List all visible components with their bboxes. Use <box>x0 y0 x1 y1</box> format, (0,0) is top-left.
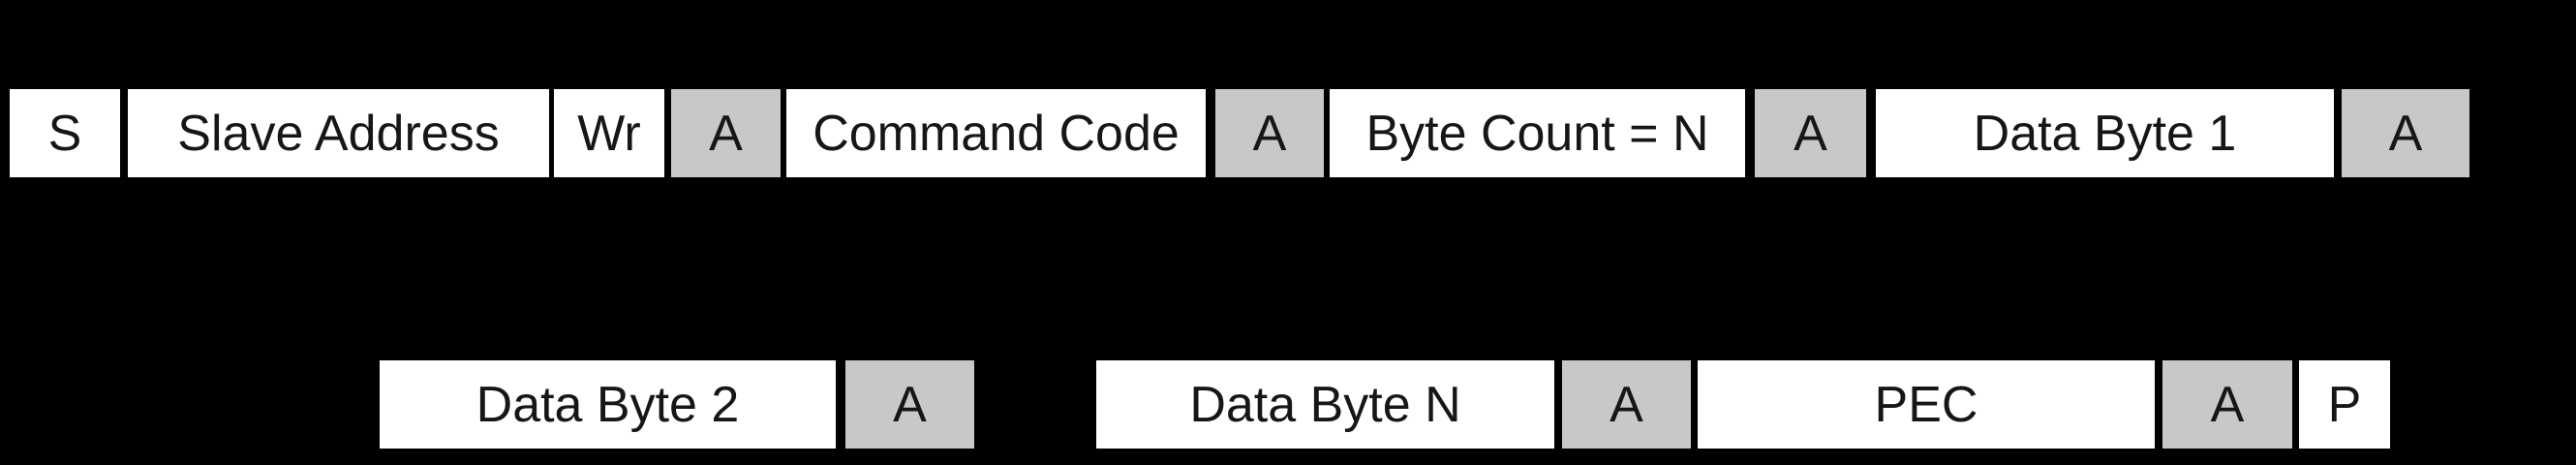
cell-slave-address: Slave Address <box>128 89 549 177</box>
cell-data-byte-1: Data Byte 1 <box>1876 89 2334 177</box>
cell-start-condition: S <box>10 89 120 177</box>
cell-write-bit: Wr <box>554 89 664 177</box>
cell-pec: PEC <box>1698 360 2155 449</box>
cell-byte-count: Byte Count = N <box>1330 89 1745 177</box>
cell-ack-2: A <box>1215 89 1324 177</box>
cell-data-byte-n: Data Byte N <box>1096 360 1554 449</box>
cell-data-byte-2: Data Byte 2 <box>380 360 836 449</box>
cell-ack-7: A <box>2162 360 2292 449</box>
cell-ack-6: A <box>1562 360 1691 449</box>
cell-ack-1: A <box>671 89 781 177</box>
cell-ack-4: A <box>2342 89 2469 177</box>
cell-ack-3: A <box>1755 89 1866 177</box>
cell-command-code: Command Code <box>786 89 1206 177</box>
cell-stop-condition: P <box>2299 360 2390 449</box>
cell-ack-5: A <box>845 360 974 449</box>
